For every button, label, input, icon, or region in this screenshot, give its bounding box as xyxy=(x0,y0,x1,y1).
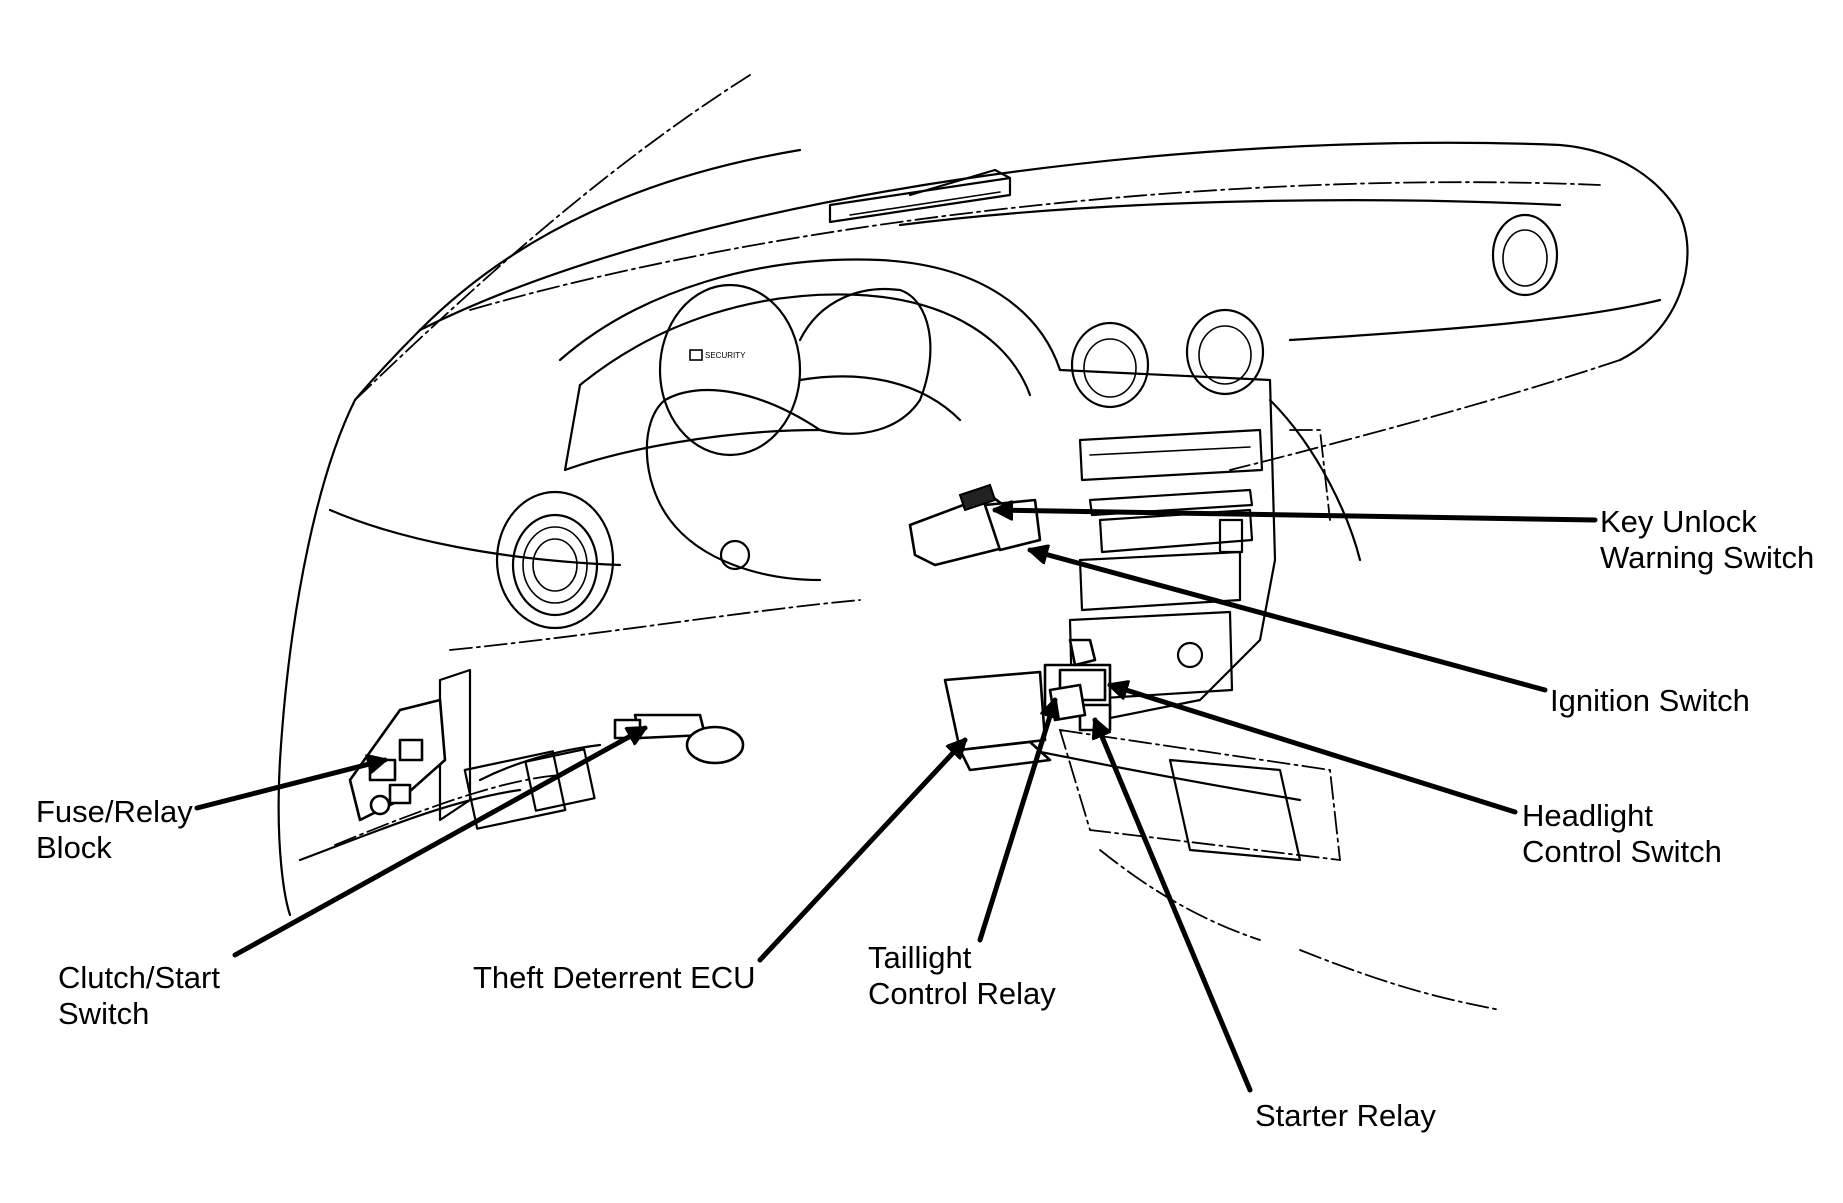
fuse-relay-block-component xyxy=(348,698,447,822)
dashboard-outline: SECURITY xyxy=(277,74,1689,1011)
callout-labels: Key Unlock Warning Switch Ignition Switc… xyxy=(36,504,1814,1133)
label-fuse-relay-block: Fuse/Relay Block xyxy=(36,794,201,865)
leader-starter xyxy=(1095,720,1253,1093)
label-theft-deterrent-ecu: Theft Deterrent ECU xyxy=(473,960,756,995)
clutch-start-switch-component xyxy=(613,713,745,765)
leader-lines xyxy=(194,510,1598,1093)
label-key-unlock-warning-switch: Key Unlock Warning Switch xyxy=(1600,504,1814,575)
leader-ignition xyxy=(1030,550,1548,693)
label-taillight-control-relay: Taillight Control Relay xyxy=(868,940,1056,1011)
leader-clutch-start xyxy=(232,725,645,958)
leader-key-unlock xyxy=(992,510,1598,523)
label-clutch-start-switch: Clutch/Start Switch xyxy=(58,960,229,1031)
label-starter-relay: Starter Relay xyxy=(1255,1098,1436,1133)
leader-fuse-relay xyxy=(194,760,385,811)
headlight-switch-taillight-starter-relay-cluster xyxy=(943,638,1112,772)
ignition-switch-component xyxy=(908,483,1042,567)
leader-headlight xyxy=(1110,685,1518,815)
label-ignition-switch: Ignition Switch xyxy=(1550,683,1750,718)
leader-theft-ecu xyxy=(757,740,965,963)
security-indicator-label: SECURITY xyxy=(705,351,746,360)
leader-taillight xyxy=(977,700,1055,943)
label-headlight-control-switch: Headlight Control Switch xyxy=(1522,798,1722,869)
